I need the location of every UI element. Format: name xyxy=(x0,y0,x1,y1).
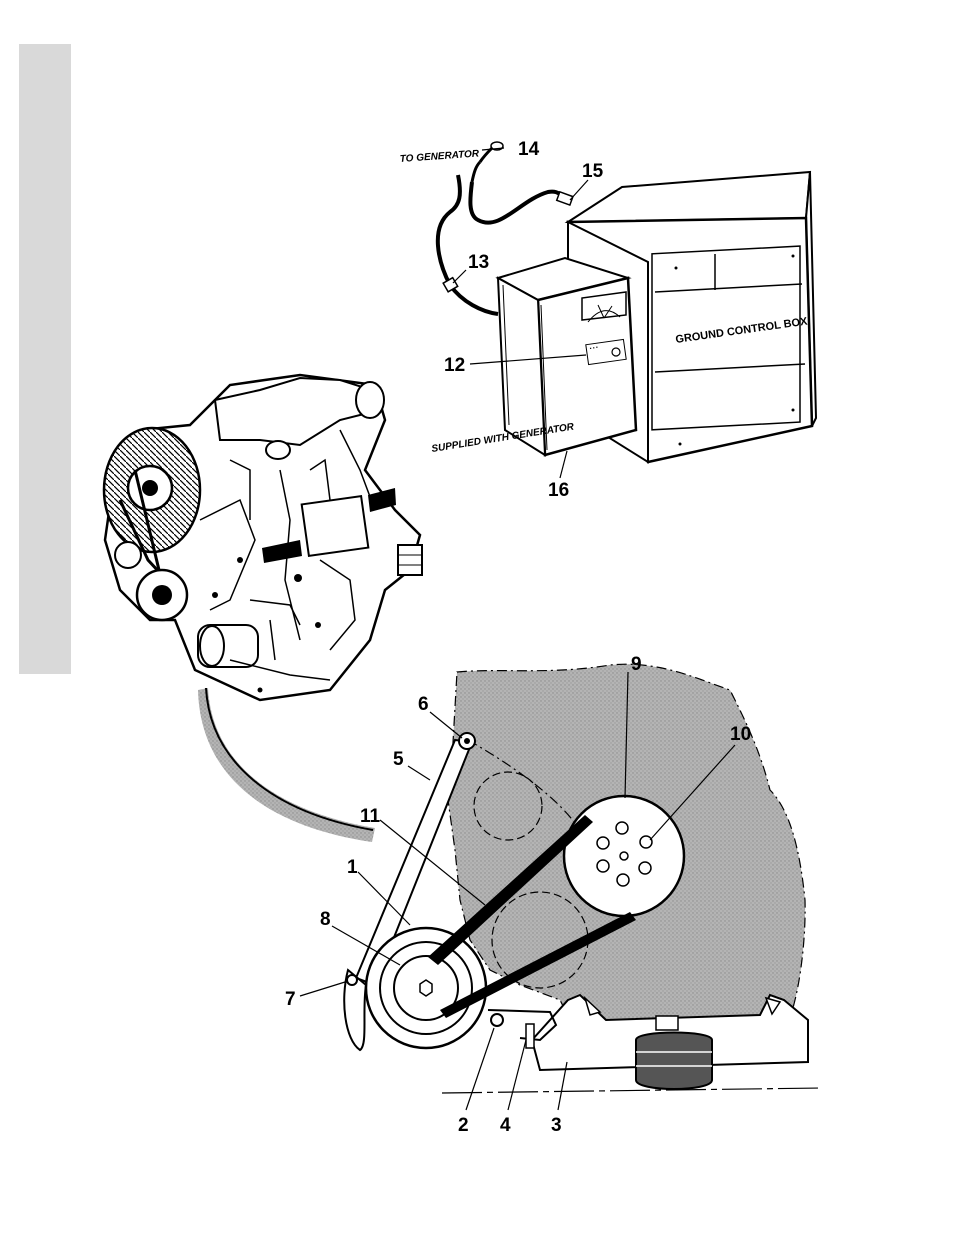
callout-8: 8 xyxy=(320,909,331,930)
callout-9: 9 xyxy=(631,654,642,675)
pulley-nut-icon xyxy=(420,980,432,996)
engine-mount-isolator xyxy=(636,1033,712,1090)
callout-1: 1 xyxy=(347,857,358,878)
engine-assembly xyxy=(104,375,422,700)
callout-4: 4 xyxy=(500,1115,511,1136)
ground-line xyxy=(442,1088,822,1093)
callout-12: 12 xyxy=(444,355,465,376)
callout-11: 11 xyxy=(360,806,381,827)
engine-control-plate xyxy=(302,496,369,556)
callout-16: 16 xyxy=(548,480,569,501)
callout-3: 3 xyxy=(551,1115,562,1136)
callout-13: 13 xyxy=(468,252,489,273)
callout-10: 10 xyxy=(730,724,751,745)
pivot-bolt xyxy=(491,1014,503,1026)
oil-filter xyxy=(398,545,422,575)
callout-15: 15 xyxy=(582,161,604,182)
box-connector xyxy=(557,192,573,205)
detail-indicator-arc xyxy=(198,688,375,842)
callout-5: 5 xyxy=(393,749,404,770)
callout-2: 2 xyxy=(458,1115,469,1136)
bracket-nut xyxy=(526,1024,534,1048)
callout-6: 6 xyxy=(418,694,429,715)
callout-7: 7 xyxy=(285,989,296,1010)
callout-14: 14 xyxy=(518,139,540,160)
to-generator-caption: TO GENERATOR xyxy=(399,148,480,165)
